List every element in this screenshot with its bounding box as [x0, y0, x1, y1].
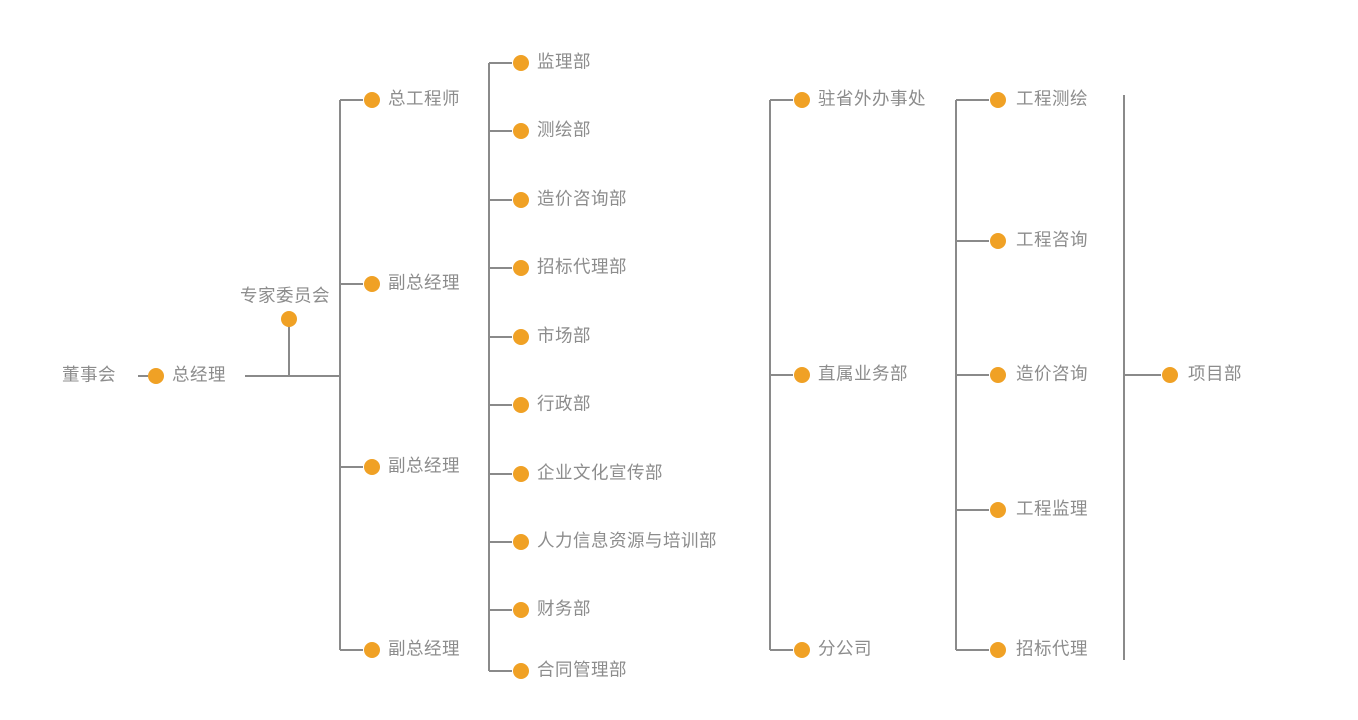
node-expert-committee-dot-icon[interactable]: [281, 311, 297, 327]
node-e589afe680bbe7bb8fe79086-label: 副总经理: [388, 456, 460, 477]
node-e980a0e4bbb7e592a8e8afa2-dot-icon[interactable]: [513, 192, 529, 208]
node-e9a9bbe79c81e5a496e58a9e-label: 驻省外办事处: [818, 89, 926, 110]
node-e4babae58a9be4bfa1e681af-dot-icon[interactable]: [513, 534, 529, 550]
node-e58886e585ace58fb8-dot-icon[interactable]: [794, 642, 810, 658]
node-e79b91e79086e983a8-dot-icon[interactable]: [513, 55, 529, 71]
node-board-label: 董事会: [62, 365, 116, 386]
node-e5b7a5e7a88be592a8e8afa2-dot-icon[interactable]: [990, 233, 1006, 249]
node-e589afe680bbe7bb8fe79086-label: 副总经理: [388, 639, 460, 660]
node-e8a18ce694bfe983a8-label: 行政部: [537, 394, 591, 415]
node-e6b58be7bb98e983a8-label: 测绘部: [537, 120, 591, 141]
node-e5b7a5e7a88be6b58be7bb98-dot-icon[interactable]: [990, 92, 1006, 108]
node-e5b7a5e7a88be79b91e79086-dot-icon[interactable]: [990, 502, 1006, 518]
node-e59088e5908ce7aea1e79086-dot-icon[interactable]: [513, 663, 529, 679]
node-general-manager-label: 总经理: [172, 365, 226, 386]
node-e680bbe5b7a5e7a88be5b888-dot-icon[interactable]: [364, 92, 380, 108]
node-e79bb4e5b19ee4b89ae58aa1-dot-icon[interactable]: [794, 367, 810, 383]
node-general-manager-dot-icon[interactable]: [148, 368, 164, 384]
node-e589afe680bbe7bb8fe79086-label: 副总经理: [388, 273, 460, 294]
node-e68b9be6a087e4bba3e79086-dot-icon[interactable]: [513, 260, 529, 276]
node-e680bbe5b7a5e7a88be5b888-label: 总工程师: [388, 89, 460, 110]
node-e5b882e59cbae983a8-label: 市场部: [537, 326, 591, 347]
node-e589afe680bbe7bb8fe79086-dot-icon[interactable]: [364, 459, 380, 475]
node-e8b4a2e58aa1e983a8-label: 财务部: [537, 599, 591, 620]
node-e9a1b9e79baee983a8-dot-icon[interactable]: [1162, 367, 1178, 383]
node-e5b7a5e7a88be79b91e79086-label: 工程监理: [1016, 499, 1088, 520]
node-e68b9be6a087e4bba3e79086-dot-icon[interactable]: [990, 642, 1006, 658]
node-e4bc81e4b89ae69687e58c96-label: 企业文化宣传部: [537, 463, 663, 484]
node-e9a9bbe79c81e5a496e58a9e-dot-icon[interactable]: [794, 92, 810, 108]
node-e79b91e79086e983a8-label: 监理部: [537, 52, 591, 73]
node-e5b7a5e7a88be592a8e8afa2-label: 工程咨询: [1016, 230, 1088, 251]
node-e5b882e59cbae983a8-dot-icon[interactable]: [513, 329, 529, 345]
node-e8b4a2e58aa1e983a8-dot-icon[interactable]: [513, 602, 529, 618]
node-e589afe680bbe7bb8fe79086-dot-icon[interactable]: [364, 642, 380, 658]
node-e589afe680bbe7bb8fe79086-dot-icon[interactable]: [364, 276, 380, 292]
node-e980a0e4bbb7e592a8e8afa2-label: 造价咨询部: [537, 189, 627, 210]
node-e4bc81e4b89ae69687e58c96-dot-icon[interactable]: [513, 466, 529, 482]
node-expert-committee-label: 专家委员会: [240, 286, 330, 307]
node-e8a18ce694bfe983a8-dot-icon[interactable]: [513, 397, 529, 413]
node-e59088e5908ce7aea1e79086-label: 合同管理部: [537, 660, 627, 681]
node-e5b7a5e7a88be6b58be7bb98-label: 工程测绘: [1016, 89, 1088, 110]
node-e58886e585ace58fb8-label: 分公司: [818, 639, 872, 660]
node-e9a1b9e79baee983a8-label: 项目部: [1188, 364, 1242, 385]
node-e79bb4e5b19ee4b89ae58aa1-label: 直属业务部: [818, 364, 908, 385]
node-e68b9be6a087e4bba3e79086-label: 招标代理: [1016, 639, 1088, 660]
node-e980a0e4bbb7e592a8e8afa2-dot-icon[interactable]: [990, 367, 1006, 383]
node-e980a0e4bbb7e592a8e8afa2-label: 造价咨询: [1016, 364, 1088, 385]
node-e4babae58a9be4bfa1e681af-label: 人力信息资源与培训部: [537, 531, 717, 552]
node-e68b9be6a087e4bba3e79086-label: 招标代理部: [537, 257, 627, 278]
node-e6b58be7bb98e983a8-dot-icon[interactable]: [513, 123, 529, 139]
